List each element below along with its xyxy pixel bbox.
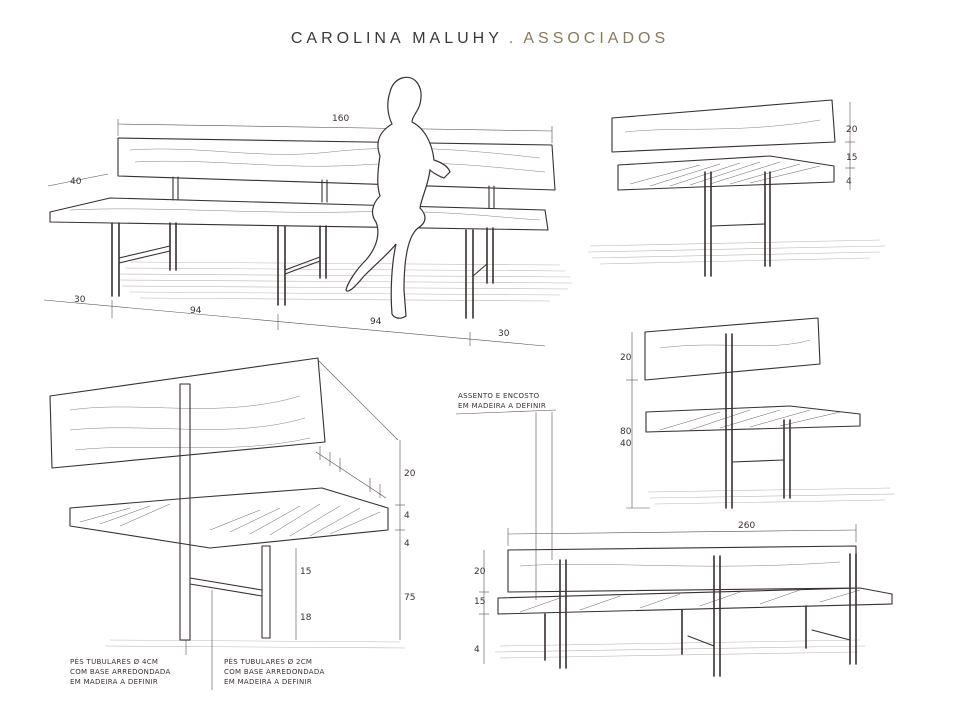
dim-view2-right-mid: 15 xyxy=(846,153,857,163)
header-separator: . xyxy=(508,30,518,47)
note-seat-line2: EM MADEIRA A DEFINIR xyxy=(458,402,546,410)
bench1-floor-shadow xyxy=(117,261,573,302)
bench-side-perspective-middle: 20 80 40 xyxy=(620,317,896,509)
dim-view1-depth: 40 xyxy=(70,177,82,187)
bench4-floor-shadow xyxy=(104,639,406,649)
bench-front-perspective: 160 40 30 94 94 30 xyxy=(43,76,573,347)
note-legs-2cm-line3: EM MADEIRA A DEFINIR xyxy=(224,678,312,686)
bench-detail-perspective: 20 4 4 75 15 18 PÉS TUBULARES Ø 4CM COM … xyxy=(49,357,416,690)
bench4-front-leg xyxy=(179,383,191,641)
note-legs-4cm-line3: EM MADEIRA A DEFINIR xyxy=(70,678,158,686)
dim-view1-bottom-right: 30 xyxy=(498,329,510,339)
bench5-seat xyxy=(497,587,893,615)
dim-view1-total: 160 xyxy=(332,114,349,124)
dim-view3-left-mid: 40 xyxy=(620,439,632,449)
note-legs-2cm-line1: PÉS TUBULARES Ø 2CM xyxy=(224,657,312,666)
dim-view5-left-a: 20 xyxy=(474,567,486,577)
studio-name: CAROLINA MALUHY xyxy=(290,30,503,47)
note-legs-2cm-line2: COM BASE ARREDONDADA xyxy=(224,668,325,676)
dim-view4-leg-b: 18 xyxy=(300,613,312,623)
dim-view1-bottom-left: 30 xyxy=(74,295,86,305)
bench4-rear-leg xyxy=(261,545,271,639)
dim-view5-left-b: 15 xyxy=(474,597,485,607)
dim-view4-right-total: 75 xyxy=(404,593,415,603)
bench1-seat xyxy=(49,197,549,231)
bench2-seat-hatch xyxy=(629,161,821,187)
dim-view4-right-mid: 4 xyxy=(404,511,410,521)
bench2-seat xyxy=(617,155,835,191)
bench4-backrest xyxy=(49,357,326,469)
bench3-backrest xyxy=(644,317,821,381)
bench3-seat xyxy=(645,405,861,433)
dim-view2-right-small: 4 xyxy=(846,177,852,187)
dim-view3-left-total: 80 xyxy=(620,427,632,437)
note-legs-4cm-line1: PÉS TUBULARES Ø 4CM xyxy=(70,657,158,666)
bench4-top-ticks xyxy=(315,446,387,499)
dim-view2-right-top: 20 xyxy=(846,125,858,135)
dim-view5-total: 260 xyxy=(738,521,755,531)
dim-view3-left-top: 20 xyxy=(620,353,632,363)
bench2-floor-shadow xyxy=(587,239,886,265)
note-legs-4cm-line2: COM BASE ARREDONDADA xyxy=(70,668,171,676)
bench3-seat-hatch xyxy=(659,409,841,431)
dim-view4-right-top: 20 xyxy=(404,469,416,479)
dim-view5-left-c: 4 xyxy=(474,645,480,655)
bench4-seat-hatch xyxy=(79,503,381,537)
bench5-floor-shadow xyxy=(494,639,866,659)
dim-view1-bottom-mid1: 94 xyxy=(190,306,202,316)
dim-view4-leg-a: 15 xyxy=(300,567,311,577)
bench4-seat xyxy=(69,487,389,549)
note-seat-line1: ASSENTO E ENCOSTO xyxy=(458,392,540,400)
studio-header: CAROLINA MALUHY. ASSOCIADOS xyxy=(0,30,960,48)
bench3-floor-shadow xyxy=(647,487,896,505)
human-figure-silhouette xyxy=(345,76,451,319)
studio-associates: ASSOCIADOS xyxy=(523,30,670,47)
dim-view1-bottom-mid2: 94 xyxy=(370,317,382,327)
bench-side-perspective-top: 20 15 4 xyxy=(587,99,886,277)
bench-front-perspective-small: 260 20 15 4 ASSENTO E ENCOSTO EM MADEIRA… xyxy=(455,392,893,677)
bench2-backrest xyxy=(611,99,836,153)
bench1-backrest xyxy=(117,137,556,191)
dim-view4-right-low: 4 xyxy=(404,539,410,549)
